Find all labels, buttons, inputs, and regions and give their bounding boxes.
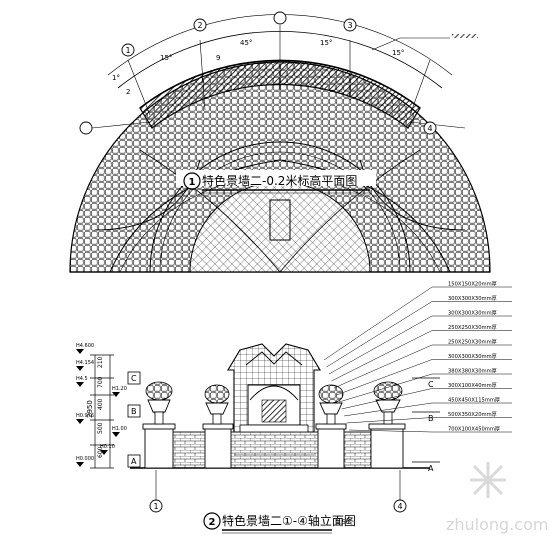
elev-dimension: 210	[97, 356, 104, 368]
callout-leader	[336, 359, 512, 396]
callout-label: 250X250X30mm厚	[448, 324, 497, 331]
elevation-number: 2	[209, 517, 216, 528]
callout-label: 300X300X30mm厚	[448, 353, 497, 360]
callout-label: 300X100X40mm厚	[448, 382, 497, 389]
plan-axis-1: 1	[121, 43, 135, 57]
callout-label: 700X100X450mm厚	[448, 426, 500, 433]
elevation-view: H4.600 H4.154 H4.5 H1.20 H0.976 H1.00 H0…	[76, 281, 512, 534]
plan-dimension: 15°	[160, 54, 172, 62]
callout-label: 380X380X30mm厚	[448, 368, 497, 375]
plan-number: 1	[189, 177, 196, 188]
plan-dimension: 15°	[320, 39, 332, 47]
urn-mid-right	[318, 384, 344, 425]
pier-mid-right	[315, 423, 347, 469]
pier-left	[142, 423, 176, 469]
pier-mid-left	[202, 423, 234, 469]
plan-dimension: 45°	[240, 39, 252, 47]
plan-title-text: 特色景墙二-0.2米标高平面图	[202, 173, 357, 188]
central-feature-wall	[227, 343, 321, 456]
elev-axis-label: 1	[153, 502, 158, 511]
level-label: H4.154	[76, 360, 94, 366]
section-mark-label: A	[428, 464, 434, 473]
plan-dimension: 9	[216, 54, 220, 62]
elev-dimension: 600	[97, 446, 104, 458]
callout-leader	[343, 402, 512, 417]
plan-axis-2: 2	[193, 18, 207, 32]
elevation-scale: 1:50	[336, 519, 350, 526]
callout-label: 450X450X115mm厚	[448, 397, 500, 404]
elevation-title: 2 特色景墙二①-④轴立面图 1:50	[203, 512, 356, 534]
elev-dimension: 700	[97, 376, 104, 388]
elev-dimension: 500	[97, 422, 104, 434]
elevation-title-text: 特色景墙二①-④轴立面图	[222, 513, 356, 528]
plan-dimension: 1°	[112, 74, 120, 82]
elev-axis-4: 4	[393, 499, 407, 513]
section-mark-label: A	[131, 457, 137, 466]
urn-mid-left	[204, 384, 230, 425]
level-label: H4.600	[76, 343, 94, 349]
level-label: H4.5	[76, 376, 88, 382]
urn-left	[145, 381, 173, 425]
callout-label: 500X350X20mm厚	[448, 411, 497, 418]
callout-leader	[346, 417, 512, 424]
level-label: H0.10	[100, 444, 115, 450]
plan-dimension: 15°	[392, 49, 404, 57]
section-mark-label: B	[131, 407, 137, 416]
level-markers: H4.600 H4.154 H4.5 H1.20 H0.976 H1.00 H0…	[76, 343, 127, 467]
plan-axis-label: 4	[427, 124, 432, 133]
plan-dimension: 2	[126, 88, 130, 96]
plan-axis-3: 3	[343, 18, 357, 32]
section-marks: C B A A B C	[127, 371, 440, 473]
plan-view: 1 2 3 4 15° 45° 15° 15° 1° 2 9	[69, 11, 491, 273]
callout-label: 150X150X20mm厚	[448, 281, 497, 288]
callout-label: 250X250X30mm厚	[448, 339, 497, 346]
callout-leader	[341, 388, 512, 410]
plan-axis-label: 3	[347, 21, 352, 30]
urn-right	[373, 381, 403, 425]
callout-leader	[338, 373, 512, 403]
callout-leader	[348, 429, 512, 433]
plan-title: 1 特色景墙二-0.2米标高平面图	[176, 170, 376, 194]
section-mark-label: C	[131, 374, 137, 383]
level-label: H1.20	[112, 386, 127, 392]
plan-axis-label: 2	[197, 21, 202, 30]
callout-leader	[323, 286, 512, 361]
plan-axis-top	[273, 11, 287, 25]
level-label: H0.976	[76, 413, 94, 419]
section-mark-label: B	[428, 414, 434, 423]
level-label: H0.000	[76, 456, 94, 462]
material-callouts: 150X150X20mm厚 300X300X30mm厚 300X300X30mm厚 2…	[323, 281, 512, 433]
callout-label: 300X300X30mm厚	[448, 295, 497, 302]
elev-dimension: 2950	[86, 400, 94, 418]
plan-axis-left	[79, 121, 93, 135]
elev-dimension: 400	[97, 398, 104, 410]
callout-leader	[331, 330, 512, 382]
plan-axis-4: 4	[423, 121, 437, 135]
callout-leader	[328, 315, 512, 375]
elev-axis-label: 4	[397, 502, 402, 511]
callout-leader	[333, 344, 512, 389]
plan-axis-label: 1	[125, 46, 130, 55]
watermark-text: zhulong.com	[446, 515, 548, 534]
watermark: zhulong.com	[446, 462, 548, 534]
elev-axis-1: 1	[149, 499, 163, 513]
callout-label: 300X300X30mm厚	[448, 310, 497, 317]
callout-leader	[326, 301, 512, 368]
level-label: H1.00	[112, 426, 127, 432]
section-mark-label: C	[428, 380, 434, 389]
pier-right	[368, 423, 406, 469]
